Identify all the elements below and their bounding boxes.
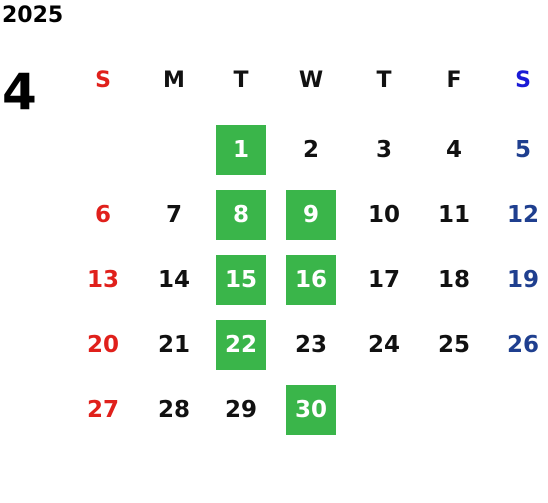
weekday-header-sun: S [95,68,111,93]
day-cell-27[interactable]: 27 [86,397,119,423]
weekday-header-thu: T [376,68,392,93]
weekday-header-wed: W [298,68,324,93]
day-cell-2[interactable]: 2 [302,137,319,163]
day-cell-17[interactable]: 17 [367,267,400,293]
day-cell-12[interactable]: 12 [506,202,539,228]
day-cell-22[interactable]: 22 [216,320,266,370]
day-cell-4[interactable]: 4 [445,137,462,163]
day-cell-13[interactable]: 13 [86,267,119,293]
day-cell-11[interactable]: 11 [437,202,470,228]
weekday-header-sat: S [515,68,531,93]
day-cell-5[interactable]: 5 [514,137,531,163]
day-cell-6[interactable]: 6 [94,202,111,228]
day-cell-18[interactable]: 18 [437,267,470,293]
weekday-header-tue: T [233,68,249,93]
day-cell-26[interactable]: 26 [506,332,539,358]
day-cell-7[interactable]: 7 [165,202,182,228]
day-cell-19[interactable]: 19 [506,267,539,293]
day-cell-9[interactable]: 9 [286,190,336,240]
day-cell-21[interactable]: 21 [157,332,190,358]
weekday-header-mon: M [163,68,185,93]
day-cell-1[interactable]: 1 [216,125,266,175]
day-cell-8[interactable]: 8 [216,190,266,240]
day-cell-23[interactable]: 23 [294,332,327,358]
month-number: 4 [2,63,37,121]
year-label: 2025 [2,3,64,28]
day-cell-20[interactable]: 20 [86,332,119,358]
day-cell-16[interactable]: 16 [286,255,336,305]
day-cell-28[interactable]: 28 [157,397,190,423]
day-cell-24[interactable]: 24 [367,332,400,358]
day-cell-25[interactable]: 25 [437,332,470,358]
day-cell-14[interactable]: 14 [157,267,190,293]
day-cell-10[interactable]: 10 [367,202,400,228]
day-cell-15[interactable]: 15 [216,255,266,305]
weekday-header-fri: F [446,68,462,93]
day-cell-29[interactable]: 29 [224,397,257,423]
day-cell-3[interactable]: 3 [375,137,392,163]
day-cell-30[interactable]: 30 [286,385,336,435]
weekday-header-row: S M T W T F S [0,65,548,97]
